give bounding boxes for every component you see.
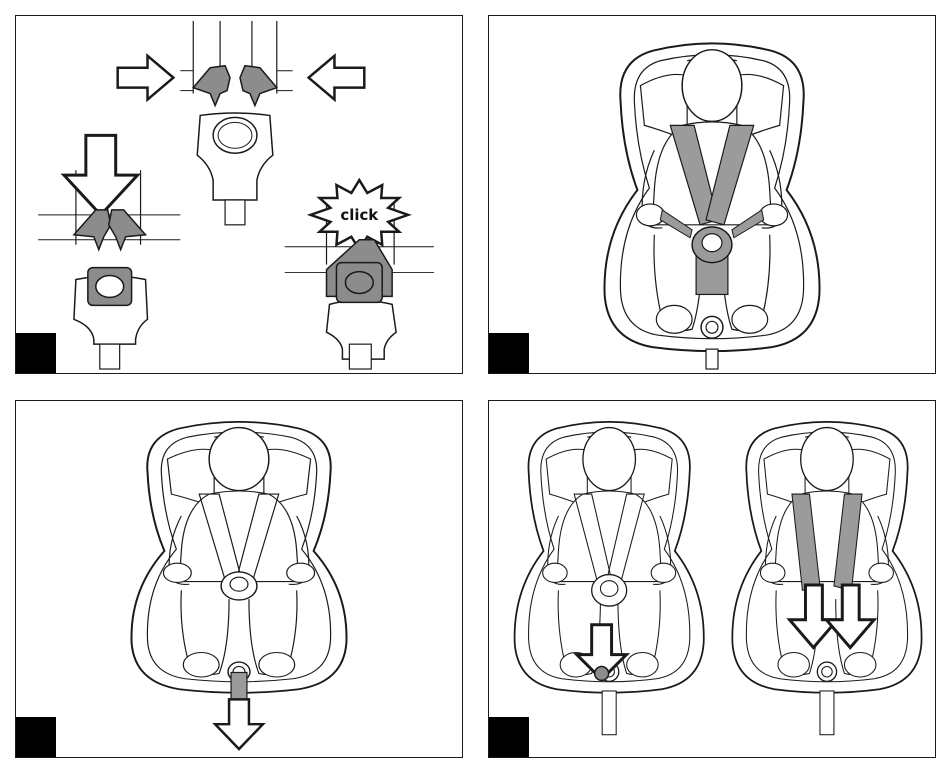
- panel-pull-adjuster: [15, 400, 463, 758]
- arrow-down-icon: [215, 699, 263, 749]
- arrow-down-icon: [790, 585, 838, 648]
- arrow-down-icon: [826, 585, 874, 648]
- step-badge: [16, 333, 56, 373]
- adjuster-strap: [231, 672, 247, 702]
- panel-release-shoulder-straps: [488, 400, 936, 758]
- arrow-right-icon: [118, 56, 174, 100]
- step-badge: [489, 717, 529, 757]
- arrow-left-icon: [309, 56, 365, 100]
- panel-buckle-tongues: click: [15, 15, 463, 374]
- pull-adjuster-diagram: [16, 401, 462, 757]
- right-buckle-assembly: click: [285, 180, 434, 369]
- left-buckle-assembly: [38, 135, 180, 369]
- release-straps-diagram: [489, 401, 935, 757]
- panel-harness-buckled: [488, 15, 936, 374]
- adjuster-button: [595, 667, 609, 681]
- top-tongue-assembly: [118, 21, 365, 225]
- arrow-down-icon: [64, 135, 138, 215]
- click-label: click: [340, 206, 379, 224]
- step-badge: [489, 333, 529, 373]
- harness-buckled-diagram: [489, 16, 935, 373]
- buckle-insertion-diagram: click: [16, 16, 462, 373]
- step-badge: [16, 717, 56, 757]
